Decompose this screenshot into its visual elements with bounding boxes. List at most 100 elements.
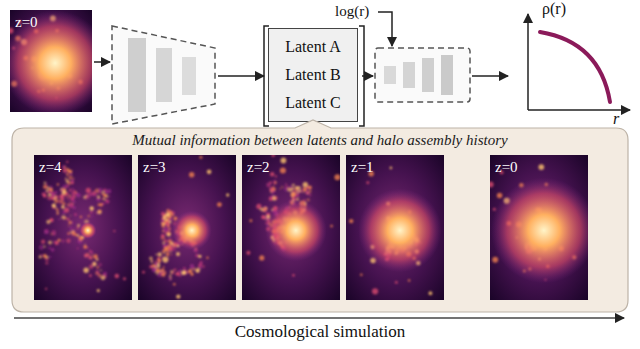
halo-art xyxy=(89,274,92,277)
input-arrow xyxy=(378,12,392,46)
halo-art xyxy=(85,243,86,244)
halo-art xyxy=(57,183,59,185)
halo-art xyxy=(167,232,171,236)
halo-art xyxy=(71,193,74,196)
halo-art xyxy=(72,231,76,235)
halo-art xyxy=(163,266,165,268)
halo-art xyxy=(87,247,89,249)
halo-art xyxy=(242,155,340,300)
latent-bracket xyxy=(359,26,364,126)
halo-art xyxy=(538,164,544,170)
halo-art xyxy=(299,190,301,192)
halo-art xyxy=(307,198,310,201)
halo-art xyxy=(61,215,65,219)
halo-art xyxy=(181,270,186,275)
halo-art xyxy=(88,255,92,259)
halo-art xyxy=(155,262,158,265)
halo-art xyxy=(50,218,54,222)
panel-outline xyxy=(12,120,628,312)
halo-art xyxy=(289,185,292,188)
halo-art xyxy=(69,204,73,208)
halo-art xyxy=(90,211,93,214)
halo-art xyxy=(169,243,170,244)
halo-art xyxy=(159,272,162,275)
halo-art xyxy=(49,185,52,188)
halo-art xyxy=(95,189,99,193)
halo-art xyxy=(166,212,170,216)
latent-label: Latent B xyxy=(277,61,349,89)
halo-art xyxy=(83,245,87,249)
halo-art xyxy=(86,188,91,193)
halo-art xyxy=(105,199,109,203)
halo-art xyxy=(161,234,165,238)
halo-snapshot: z=3 xyxy=(138,155,236,300)
halo-art xyxy=(296,190,299,193)
halo-image xyxy=(346,155,444,300)
halo-art xyxy=(58,201,60,203)
halo-art xyxy=(83,268,88,273)
halo-art xyxy=(334,174,340,180)
halo-art xyxy=(97,210,102,215)
halo-art xyxy=(107,189,112,194)
halo-art xyxy=(198,255,201,258)
halo-art xyxy=(390,167,393,170)
halo-art xyxy=(195,254,198,257)
flow-arrow xyxy=(94,61,110,63)
halo-art xyxy=(497,193,503,199)
halo-art xyxy=(45,288,47,290)
halo-art xyxy=(96,194,97,195)
halo-art xyxy=(97,289,100,292)
halo-art xyxy=(158,252,162,256)
halo-art xyxy=(142,156,229,299)
halo-art xyxy=(49,256,52,259)
halo-art xyxy=(59,198,63,202)
halo-art xyxy=(44,230,49,235)
halo-art xyxy=(113,230,115,232)
halo-art xyxy=(44,229,49,234)
halo-art xyxy=(69,195,71,197)
halo-art xyxy=(85,195,90,200)
halo-snapshot: z=1 xyxy=(346,155,444,300)
halo-art xyxy=(266,212,268,214)
halo-art xyxy=(68,225,70,227)
halo-snapshot: z=2 xyxy=(242,155,340,300)
profile-curve xyxy=(540,32,610,102)
halo-art xyxy=(155,265,158,268)
halo-art xyxy=(162,231,163,232)
halo-art xyxy=(41,240,45,244)
halo-art xyxy=(67,204,69,206)
halo-art xyxy=(173,283,176,286)
halo-art xyxy=(152,269,156,273)
halo-art xyxy=(269,197,274,202)
halo-art xyxy=(165,223,168,226)
halo-art xyxy=(490,181,494,187)
halo-art xyxy=(191,272,193,274)
halo-art xyxy=(62,165,65,168)
halo-art xyxy=(280,167,286,173)
halo-art xyxy=(280,188,282,190)
halo-art xyxy=(190,264,195,269)
halo-art xyxy=(45,262,48,265)
halo-art xyxy=(199,263,203,267)
encoder-outline xyxy=(112,26,215,124)
halo-art xyxy=(65,184,69,188)
halo-art xyxy=(169,274,172,277)
halo-art xyxy=(40,254,43,257)
halo-art xyxy=(44,190,46,192)
halo-art xyxy=(58,199,59,200)
halo-art xyxy=(492,257,498,263)
latent-label: Latent C xyxy=(277,89,349,117)
halo-art xyxy=(61,205,64,208)
halo-art xyxy=(161,225,164,228)
halo-art xyxy=(57,212,59,214)
halo-art xyxy=(259,255,264,260)
halo-art xyxy=(93,264,94,265)
halo-art xyxy=(71,199,73,201)
halo-art xyxy=(169,216,171,218)
halo-art xyxy=(155,261,156,262)
halo-art xyxy=(73,178,74,179)
halo-snapshot: z=4 xyxy=(34,155,132,300)
redshift-label: z=1 xyxy=(351,159,374,175)
halo-art xyxy=(199,156,202,159)
halo-art xyxy=(107,197,108,198)
